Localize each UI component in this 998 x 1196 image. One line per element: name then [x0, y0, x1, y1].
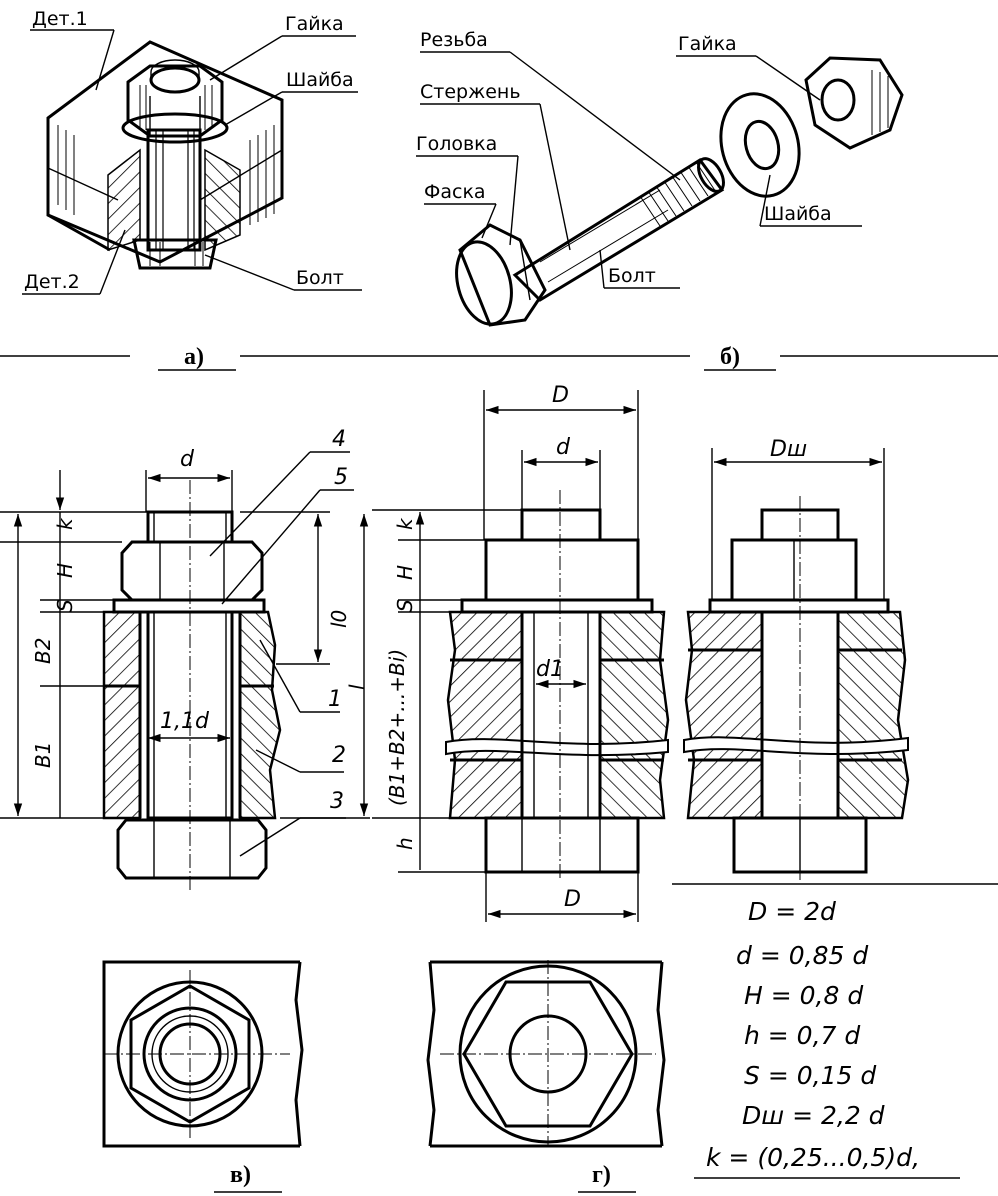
formula-Dw: Dш = 2,2 d: [742, 1101, 885, 1130]
panel-a-isometric: Дет.1 Гайка Шайба Дет.2 Болт: [22, 8, 362, 295]
dim-1-1d: 1,1d: [160, 709, 210, 734]
caption-g: г): [592, 1162, 611, 1188]
label-part-1: Дет.1: [32, 8, 88, 30]
dim-B-sum: (B1+B2+...+Bi): [385, 649, 409, 806]
dim-H-g: H: [393, 565, 417, 580]
formula-k: k = (0,25...0,5)d,: [706, 1143, 920, 1172]
dim-l0: l0: [327, 610, 351, 628]
dim-B1: B1: [31, 742, 55, 768]
label-part-2: Дет.2: [24, 271, 80, 293]
dim-d-g: d: [556, 435, 571, 460]
dim-d1: d1: [536, 657, 564, 682]
formula-H: H = 0,8 d: [744, 981, 863, 1010]
label-bolt-b: Болт: [608, 265, 656, 287]
formula-h: h = 0,7 d: [744, 1021, 860, 1050]
dim-h: h: [393, 837, 417, 850]
label-thread: Резьба: [420, 29, 488, 51]
panel-b-exploded: Резьба Стержень Головка Фаска Гайка Шайб…: [416, 29, 904, 327]
label-nut-a: Гайка: [285, 13, 344, 35]
label-head: Головка: [416, 133, 497, 155]
callout-5: 5: [334, 465, 348, 490]
dim-B2: B2: [31, 638, 55, 664]
label-chamfer: Фаска: [424, 181, 486, 203]
callout-4: 4: [332, 427, 346, 452]
dim-D-bottom: D: [564, 887, 581, 912]
dim-H-v: H: [53, 563, 77, 578]
dim-D-top: D: [552, 383, 569, 408]
dim-k-v: k: [53, 517, 77, 530]
dim-k-g: k: [393, 517, 417, 530]
dim-l: l: [345, 684, 369, 690]
label-washer-b: Шайба: [764, 203, 832, 225]
dim-S-g: S: [393, 599, 417, 612]
label-shank: Стержень: [420, 81, 521, 103]
plan-view-g: [426, 960, 666, 1148]
panel-g-section: D d d1 D Dш k H S (B1+B2+...+Bi) h: [372, 383, 998, 922]
dim-Dw: Dш: [770, 437, 807, 462]
label-nut-b: Гайка: [678, 33, 737, 55]
dim-S-v: S: [53, 599, 77, 612]
panel-v-section: d 1,1d k H S B2 B1 l0 l 4 5 1 2: [0, 427, 370, 890]
callout-3: 3: [330, 789, 344, 814]
caption-a: а): [184, 344, 204, 370]
plan-view-v: [102, 960, 304, 1148]
caption-v: в): [230, 1162, 251, 1188]
callout-1: 1: [328, 687, 342, 712]
formula-S: S = 0,15 d: [744, 1061, 876, 1090]
label-bolt-a: Болт: [296, 267, 344, 289]
caption-b: б): [720, 344, 740, 370]
label-washer-a: Шайба: [286, 69, 354, 91]
formula-list: D = 2d d = 0,85 d H = 0,8 d h = 0,7 d S …: [694, 897, 960, 1179]
callout-2: 2: [332, 743, 346, 768]
dim-d-v: d: [180, 447, 195, 472]
formula-d: d = 0,85 d: [736, 941, 868, 970]
formula-D: D = 2d: [748, 897, 836, 926]
